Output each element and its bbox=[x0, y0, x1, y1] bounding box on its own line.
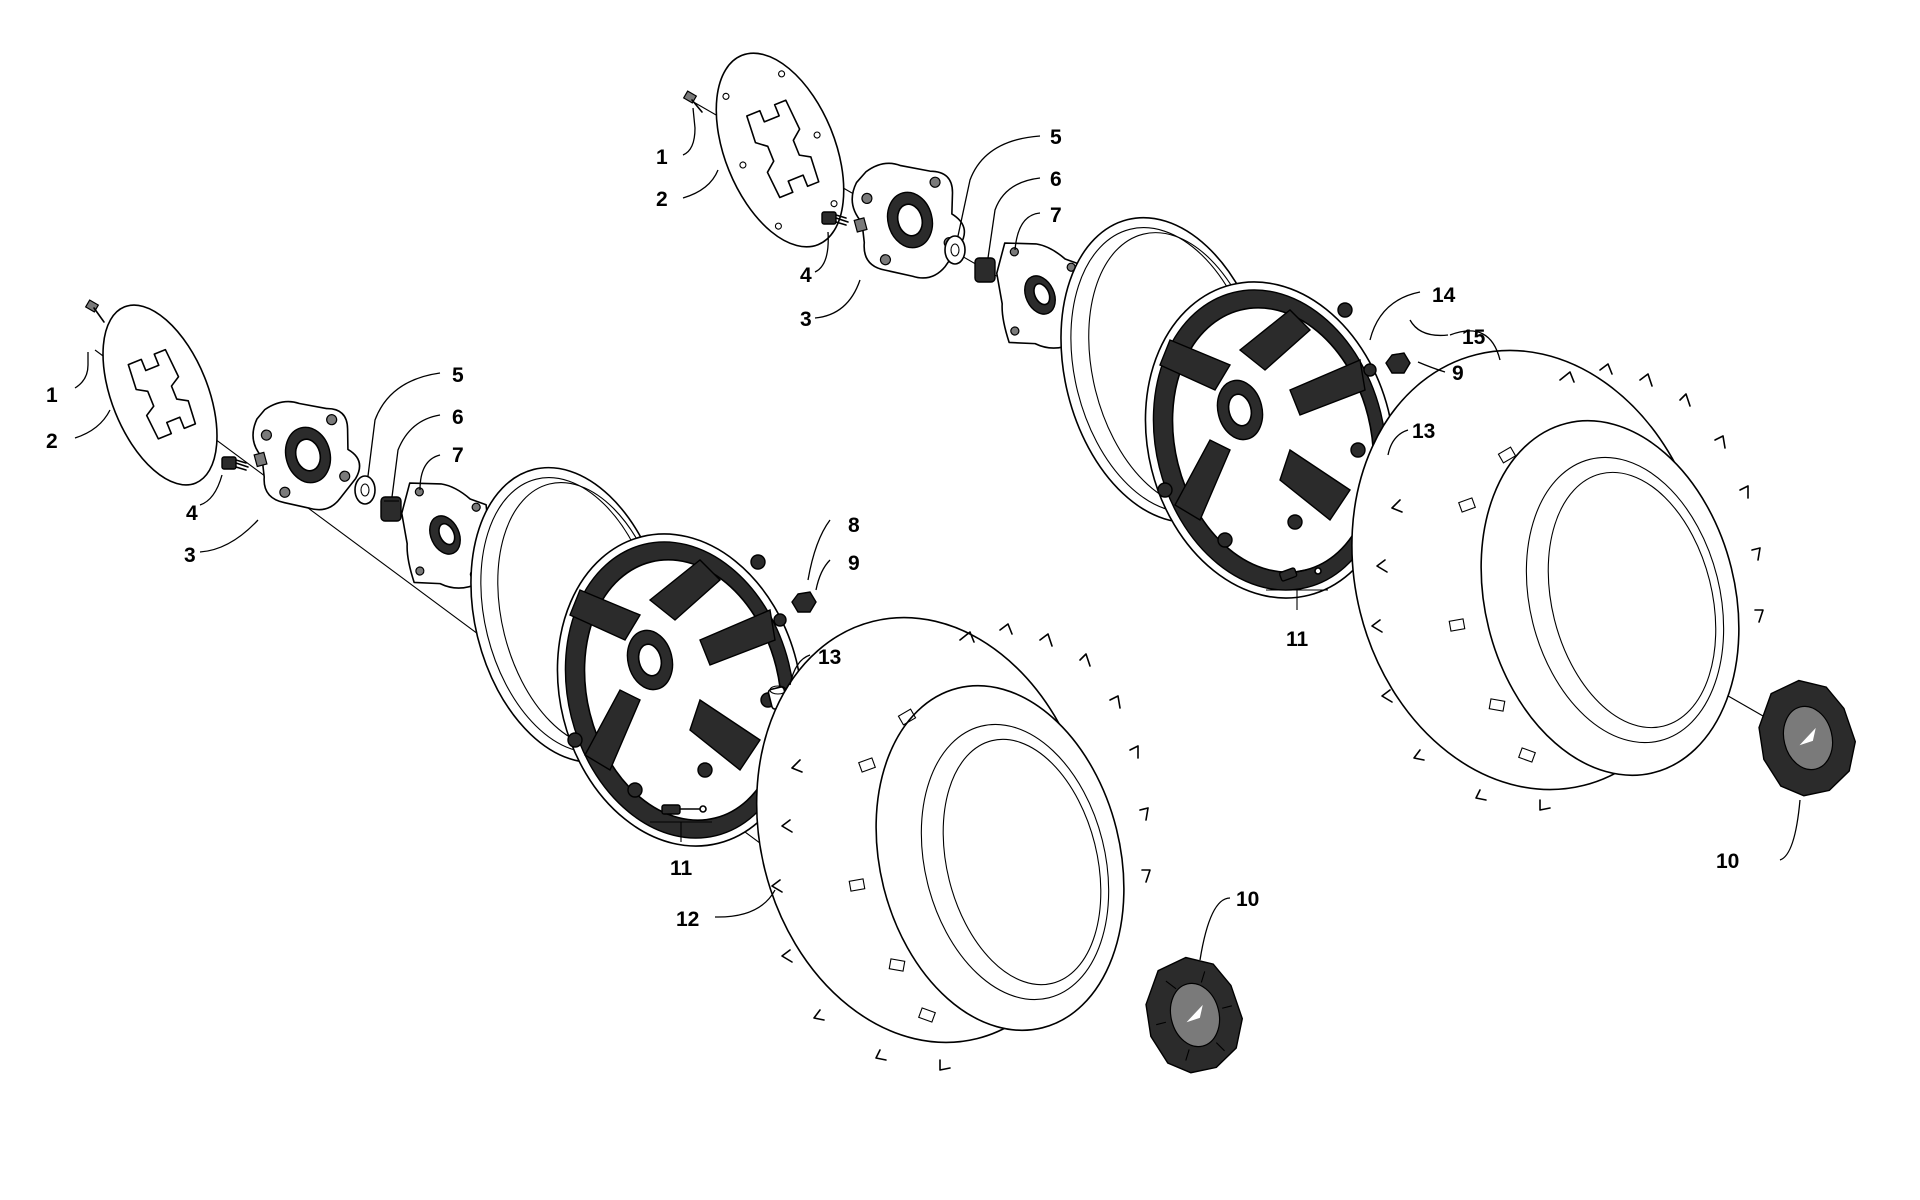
left-washer bbox=[354, 475, 376, 505]
left-tire bbox=[755, 616, 1151, 1071]
left-callout-13: 13 bbox=[818, 646, 841, 669]
left-brake-disc-bolt bbox=[84, 299, 105, 323]
left-brake-disc bbox=[102, 304, 218, 486]
right-callout-4: 4 bbox=[800, 264, 812, 287]
right-castle-nut bbox=[974, 257, 996, 283]
left-callout-6: 6 bbox=[452, 406, 464, 429]
right-washer bbox=[944, 235, 966, 265]
right-callout-3: 3 bbox=[800, 308, 812, 331]
left-callout-9: 9 bbox=[848, 552, 860, 575]
right-callout-7: 7 bbox=[1050, 204, 1062, 227]
right-callout-15: 15 bbox=[1462, 326, 1486, 349]
right-callout-2: 2 bbox=[656, 188, 668, 211]
left-callout-4: 4 bbox=[186, 502, 198, 525]
left-wheel-assembly: 1 2 3 4 5 6 7 8 9 13 11 12 10 bbox=[46, 299, 1259, 1074]
left-callout-8: 8 bbox=[848, 514, 860, 537]
left-center-cap bbox=[1145, 956, 1244, 1074]
right-callout-11: 11 bbox=[1286, 628, 1309, 651]
right-lug-nut bbox=[1385, 352, 1411, 374]
right-callout-1: 1 bbox=[656, 146, 668, 169]
right-callout-6: 6 bbox=[1050, 168, 1062, 191]
right-callout-9: 9 bbox=[1452, 362, 1464, 385]
right-callout-5: 5 bbox=[1050, 126, 1062, 149]
left-callout-7: 7 bbox=[452, 444, 464, 467]
left-callout-2: 2 bbox=[46, 430, 58, 453]
left-wheel-hub bbox=[252, 400, 361, 511]
right-callout-14: 14 bbox=[1432, 284, 1456, 307]
left-callout-3: 3 bbox=[184, 544, 196, 567]
left-lug-nut bbox=[791, 591, 817, 613]
right-wheel-rim bbox=[1060, 216, 1396, 599]
left-callout-5: 5 bbox=[452, 364, 464, 387]
left-hub-cap-plate bbox=[400, 482, 489, 589]
right-valve-stem bbox=[1266, 567, 1328, 610]
left-castle-nut bbox=[380, 496, 402, 522]
right-callout-10: 10 bbox=[1716, 850, 1739, 873]
right-wheel-assembly: 1 2 3 4 5 6 7 14 15 9 13 11 10 bbox=[656, 52, 1857, 873]
right-wheel-stud bbox=[821, 211, 849, 226]
right-callout-13: 13 bbox=[1412, 420, 1435, 443]
left-callout-1: 1 bbox=[46, 384, 58, 407]
left-wheel-stud bbox=[221, 456, 249, 471]
left-callout-11: 11 bbox=[670, 857, 693, 880]
right-center-cap bbox=[1758, 679, 1857, 797]
right-wheel-hub bbox=[851, 162, 966, 279]
right-brake-disc bbox=[715, 52, 845, 248]
left-callout-10: 10 bbox=[1236, 888, 1259, 911]
left-valve-stem bbox=[650, 804, 712, 842]
right-tire bbox=[1351, 349, 1764, 811]
left-callout-12: 12 bbox=[676, 908, 699, 931]
right-brake-disc-bolt bbox=[682, 90, 703, 113]
left-wheel-rim bbox=[470, 466, 804, 847]
